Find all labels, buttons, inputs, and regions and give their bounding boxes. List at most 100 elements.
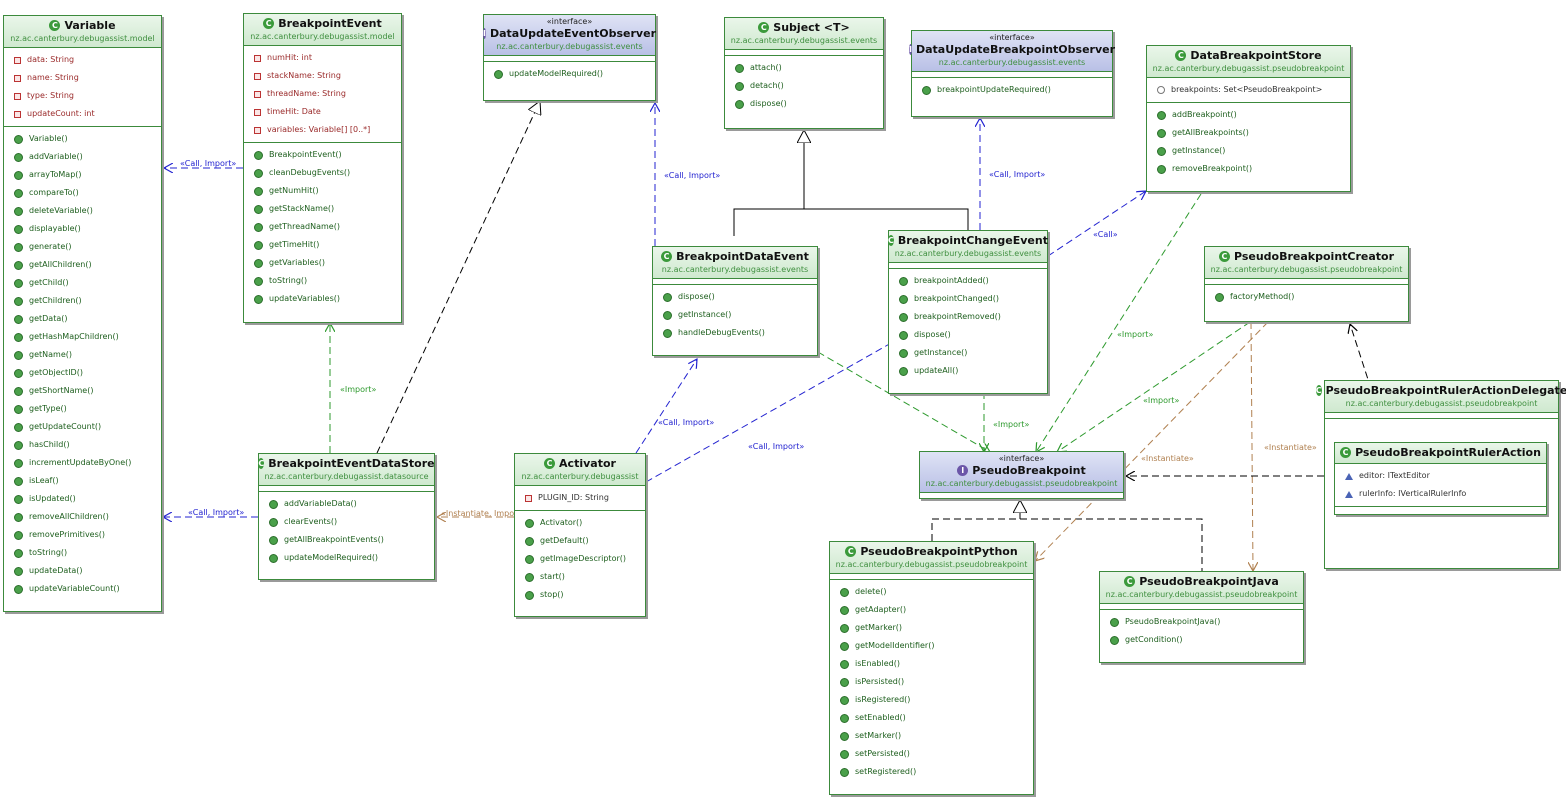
operation-row[interactable]: toString() — [4, 544, 161, 562]
operation-row[interactable]: isPersisted() — [830, 673, 1033, 691]
operation-row[interactable]: removeAllChildren() — [4, 508, 161, 526]
operation-row[interactable]: updateModelRequired() — [259, 549, 434, 567]
operation-row[interactable]: getDefault() — [515, 532, 645, 550]
operation-row[interactable]: getTimeHit() — [244, 236, 401, 254]
operation-row[interactable]: getInstance() — [889, 344, 1047, 362]
attribute-row[interactable]: numHit: int — [244, 49, 401, 67]
operation-row[interactable]: attach() — [725, 59, 883, 77]
operation-row[interactable]: clearEvents() — [259, 513, 434, 531]
operation-row[interactable]: getData() — [4, 310, 161, 328]
attribute-row[interactable]: data: String — [4, 51, 161, 69]
operation-row[interactable]: getNumHit() — [244, 182, 401, 200]
operation-row[interactable]: getModelIdentifier() — [830, 637, 1033, 655]
attribute-row[interactable]: PLUGIN_ID: String — [515, 489, 645, 507]
operation-row[interactable]: BreakpointEvent() — [244, 146, 401, 164]
operation-row[interactable]: removeBreakpoint() — [1147, 160, 1350, 178]
operation-row[interactable]: removePrimitives() — [4, 526, 161, 544]
attribute-row[interactable]: stackName: String — [244, 67, 401, 85]
operation-row[interactable]: isLeaf() — [4, 472, 161, 490]
operation-row[interactable]: displayable() — [4, 220, 161, 238]
operation-row[interactable]: PseudoBreakpointJava() — [1100, 613, 1303, 631]
operation-row[interactable]: arrayToMap() — [4, 166, 161, 184]
operation-row[interactable]: isRegistered() — [830, 691, 1033, 709]
operation-row[interactable]: getImageDescriptor() — [515, 550, 645, 568]
operation-row[interactable]: getAllBreakpoints() — [1147, 124, 1350, 142]
operation-row[interactable]: isEnabled() — [830, 655, 1033, 673]
operation-row[interactable]: dispose() — [889, 326, 1047, 344]
attribute-row[interactable]: editor: ITextEditor — [1335, 467, 1546, 485]
attribute-row[interactable]: threadName: String — [244, 85, 401, 103]
operation-row[interactable]: getMarker() — [830, 619, 1033, 637]
attribute-row[interactable]: breakpoints: Set<PseudoBreakpoint> — [1147, 81, 1350, 99]
operation-row[interactable]: breakpointRemoved() — [889, 308, 1047, 326]
operation-row[interactable]: getShortName() — [4, 382, 161, 400]
operation-row[interactable]: updateData() — [4, 562, 161, 580]
attribute-row[interactable]: name: String — [4, 69, 161, 87]
operation-row[interactable]: getChildren() — [4, 292, 161, 310]
operation-row[interactable]: dispose() — [725, 95, 883, 113]
operation-row[interactable]: Variable() — [4, 130, 161, 148]
operation-row[interactable]: hasChild() — [4, 436, 161, 454]
operation-row[interactable]: breakpointChanged() — [889, 290, 1047, 308]
operation-row[interactable]: start() — [515, 568, 645, 586]
operation-row[interactable]: getCondition() — [1100, 631, 1303, 649]
operation-row[interactable]: getUpdateCount() — [4, 418, 161, 436]
operation-row[interactable]: addVariableData() — [259, 495, 434, 513]
operation-row[interactable]: updateAll() — [889, 362, 1047, 380]
operation-row[interactable]: setMarker() — [830, 727, 1033, 745]
operation-row[interactable]: getHashMapChildren() — [4, 328, 161, 346]
operation-row[interactable]: breakpointAdded() — [889, 272, 1047, 290]
operation-row[interactable]: setRegistered() — [830, 763, 1033, 781]
operation-row[interactable]: toString() — [244, 272, 401, 290]
operation-row[interactable]: factoryMethod() — [1205, 288, 1408, 306]
operation-row[interactable]: getStackName() — [244, 200, 401, 218]
attribute-row[interactable]: variables: Variable[] [0..*] — [244, 121, 401, 139]
operation-row[interactable]: dispose() — [653, 288, 817, 306]
operation-row[interactable]: getChild() — [4, 274, 161, 292]
operation-row[interactable]: getInstance() — [1147, 142, 1350, 160]
operation-row[interactable]: getObjectID() — [4, 364, 161, 382]
operation-row[interactable]: stop() — [515, 586, 645, 604]
operation-row[interactable]: getAdapter() — [830, 601, 1033, 619]
operation-row[interactable]: deleteVariable() — [4, 202, 161, 220]
operation-row[interactable]: getInstance() — [653, 306, 817, 324]
operation-row[interactable]: delete() — [830, 583, 1033, 601]
operation-row[interactable]: updateVariableCount() — [4, 580, 161, 598]
attribute-row[interactable]: updateCount: int — [4, 105, 161, 123]
operation-row[interactable]: addBreakpoint() — [1147, 106, 1350, 124]
operation-row[interactable]: getAllChildren() — [4, 256, 161, 274]
operation-row[interactable]: incrementUpdateByOne() — [4, 454, 161, 472]
operation-row[interactable]: isUpdated() — [4, 490, 161, 508]
operation-row[interactable]: breakpointUpdateRequired() — [912, 81, 1112, 99]
operation-row[interactable]: cleanDebugEvents() — [244, 164, 401, 182]
operation-row[interactable]: compareTo() — [4, 184, 161, 202]
operation-row[interactable]: getAllBreakpointEvents() — [259, 531, 434, 549]
operation-row[interactable]: setPersisted() — [830, 745, 1033, 763]
attribute-row[interactable]: timeHit: Date — [244, 103, 401, 121]
attribute-row[interactable]: type: String — [4, 87, 161, 105]
operation-row[interactable]: handleDebugEvents() — [653, 324, 817, 342]
operation-row[interactable]: updateModelRequired() — [484, 65, 655, 83]
operation-row[interactable]: Activator() — [515, 514, 645, 532]
operation-row[interactable]: updateVariables() — [244, 290, 401, 308]
operation-row[interactable]: generate() — [4, 238, 161, 256]
operation-row[interactable]: getThreadName() — [244, 218, 401, 236]
operation-row[interactable]: detach() — [725, 77, 883, 95]
operation-row[interactable]: addVariable() — [4, 148, 161, 166]
operation-row[interactable]: setEnabled() — [830, 709, 1033, 727]
